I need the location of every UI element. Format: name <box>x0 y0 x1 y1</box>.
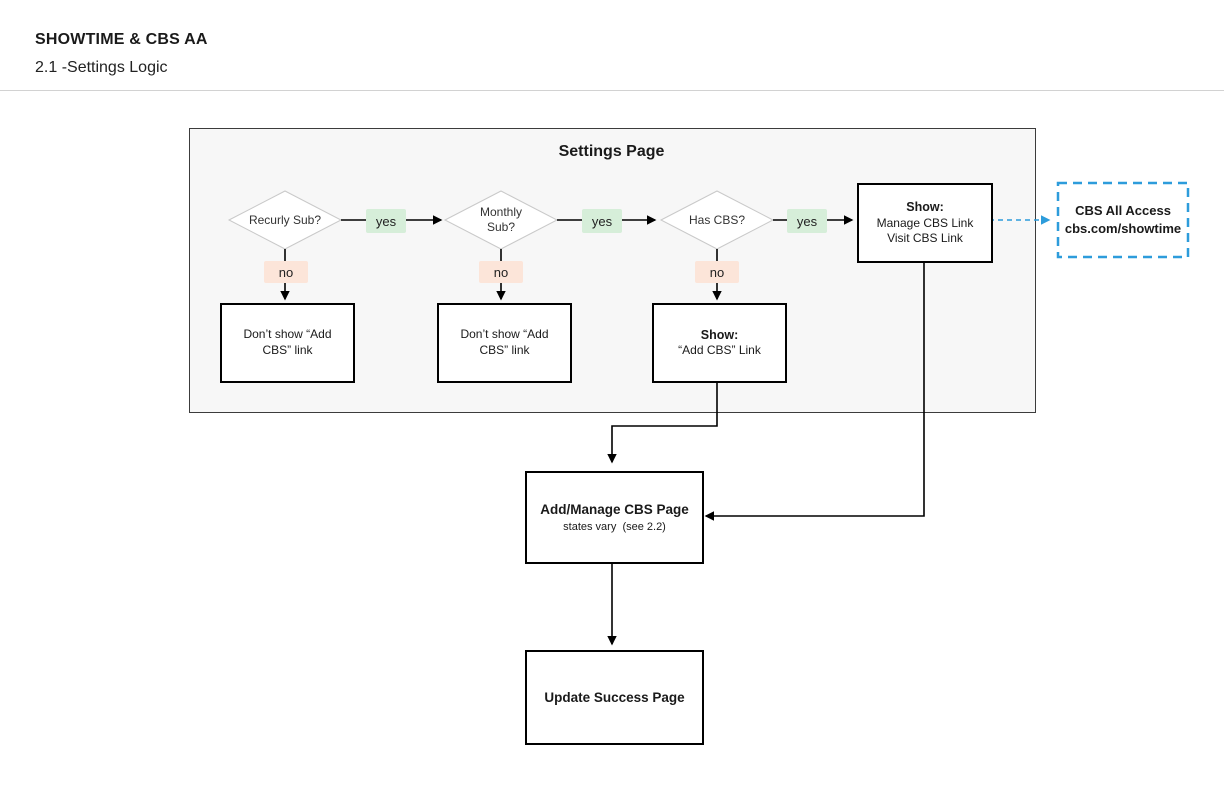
box-dont-show-add-2-text: Don’t show “Add CBS” link <box>460 327 549 357</box>
box-add-manage-note: states vary (see 2.2) <box>563 521 666 534</box>
box-show-add-body: “Add CBS” Link <box>678 343 761 358</box>
decision-monthly-label: Monthly Sub? <box>479 205 523 234</box>
edge-label-yes-1: yes <box>366 209 406 233</box>
external-cbs-box-label: CBS All Access cbs.com/showtime <box>1064 203 1182 236</box>
external-cbs-box-border <box>1056 181 1190 259</box>
edge-label-no-1: no <box>264 261 308 283</box>
box-update-success-title: Update Success Page <box>544 689 685 705</box>
box-add-manage-cbs-page: Add/Manage CBS Page states vary (see 2.2… <box>525 471 704 564</box>
decision-hascbs-label: Has CBS? <box>688 212 746 227</box>
box-dont-show-add-1: Don’t show “Add CBS” link <box>220 303 355 383</box>
edge-label-no-3: no <box>695 261 739 283</box>
box-add-manage-title: Add/Manage CBS Page <box>540 501 689 517</box>
box-show-manage-body: Manage CBS Link Visit CBS Link <box>876 215 974 246</box>
box-show-add-heading: Show: <box>700 328 739 343</box>
decision-recurly-label: Recurly Sub? <box>248 212 322 227</box>
edge-label-no-2: no <box>479 261 523 283</box>
box-show-add-link: Show: “Add CBS” Link <box>652 303 787 383</box>
header-divider <box>0 90 1224 91</box>
box-show-manage-heading: Show: <box>906 200 944 215</box>
edge-label-yes-3: yes <box>787 209 827 233</box>
settings-panel-title: Settings Page <box>558 143 665 160</box>
page-title: SHOWTIME & CBS AA <box>35 31 208 48</box>
connector-showadd-to-addmanage <box>607 379 718 464</box>
edge-label-yes-2: yes <box>582 209 622 233</box>
box-dont-show-add-1-text: Don’t show “Add CBS” link <box>243 327 332 357</box>
box-update-success-page: Update Success Page <box>525 650 704 745</box>
box-show-manage-links: Show: Manage CBS Link Visit CBS Link <box>857 183 993 263</box>
box-dont-show-add-2: Don’t show “Add CBS” link <box>437 303 572 383</box>
page-subtitle: 2.1 -Settings Logic <box>35 59 168 76</box>
connector-showmanage-to-addmanage <box>704 259 925 521</box>
